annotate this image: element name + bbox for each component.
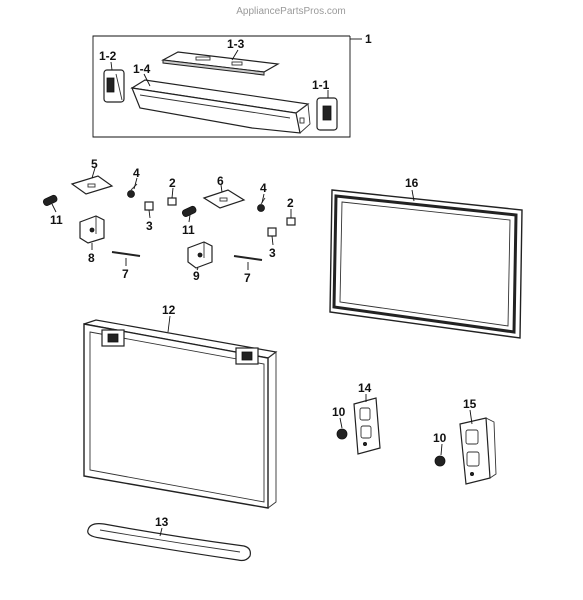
callout-3-right: 3: [269, 246, 276, 260]
callout-2-right: 2: [287, 196, 294, 210]
part-14-bracket: [353, 394, 381, 455]
callout-1-2: 1-2: [99, 49, 117, 63]
callout-1-4: 1-4: [133, 62, 151, 76]
callout-13: 13: [155, 515, 169, 529]
part-11-spring-right: [181, 205, 197, 223]
part-6-cover-plate: [202, 184, 246, 209]
callout-10-right: 10: [433, 431, 447, 445]
callout-5: 5: [91, 157, 98, 171]
callout-3-left: 3: [146, 219, 153, 233]
callout-4-left: 4: [133, 166, 140, 180]
part-10-nut-right: [434, 443, 446, 467]
part-16-door-gasket: [329, 189, 523, 339]
callout-16: 16: [405, 176, 419, 190]
part-3-clip-left: [144, 201, 154, 219]
part-10-nut-left: [336, 417, 348, 440]
callout-11-left: 11: [50, 213, 63, 227]
part-1-4-guide-rail: [130, 73, 311, 134]
part-1-2-left-bracket: [103, 61, 125, 103]
part-2-clip-left: [167, 187, 177, 206]
callout-6: 6: [217, 174, 224, 188]
callout-14: 14: [358, 381, 372, 395]
part-15-bracket: [459, 409, 497, 485]
callout-7-right: 7: [244, 271, 251, 285]
part-2-clip-right: [286, 209, 296, 226]
part-4-screw-left: [127, 177, 138, 198]
part-13-door-handle: [87, 523, 251, 562]
part-9-hinge: [187, 241, 213, 271]
callout-15: 15: [463, 397, 477, 411]
part-1-assembly-box: [92, 35, 362, 138]
part-7-pin-left: [111, 251, 141, 266]
part-12-door-panel: [83, 315, 278, 509]
callout-4-right: 4: [260, 181, 267, 195]
callout-2-left: 2: [169, 176, 176, 190]
watermark-text: AppliancePartsPros.com: [236, 6, 346, 17]
callout-1: 1: [365, 32, 372, 46]
callout-12: 12: [162, 303, 176, 317]
part-4-screw-right: [257, 193, 266, 212]
callout-1-3: 1-3: [227, 37, 245, 51]
part-5-cover-plate: [70, 167, 114, 195]
callout-8: 8: [88, 251, 95, 265]
part-1-3-top-cover: [161, 49, 280, 76]
callout-9: 9: [193, 269, 200, 283]
callout-1-1: 1-1: [312, 78, 330, 92]
part-1-1-right-bracket: [316, 90, 338, 131]
part-11-spring-left: [42, 194, 58, 213]
callout-10-left: 10: [332, 405, 346, 419]
part-7-pin-right: [233, 255, 263, 270]
part-8-hinge: [79, 215, 105, 250]
part-3-clip-right: [267, 227, 277, 246]
callout-11-right: 11: [182, 223, 195, 237]
callout-7-left: 7: [122, 267, 129, 281]
